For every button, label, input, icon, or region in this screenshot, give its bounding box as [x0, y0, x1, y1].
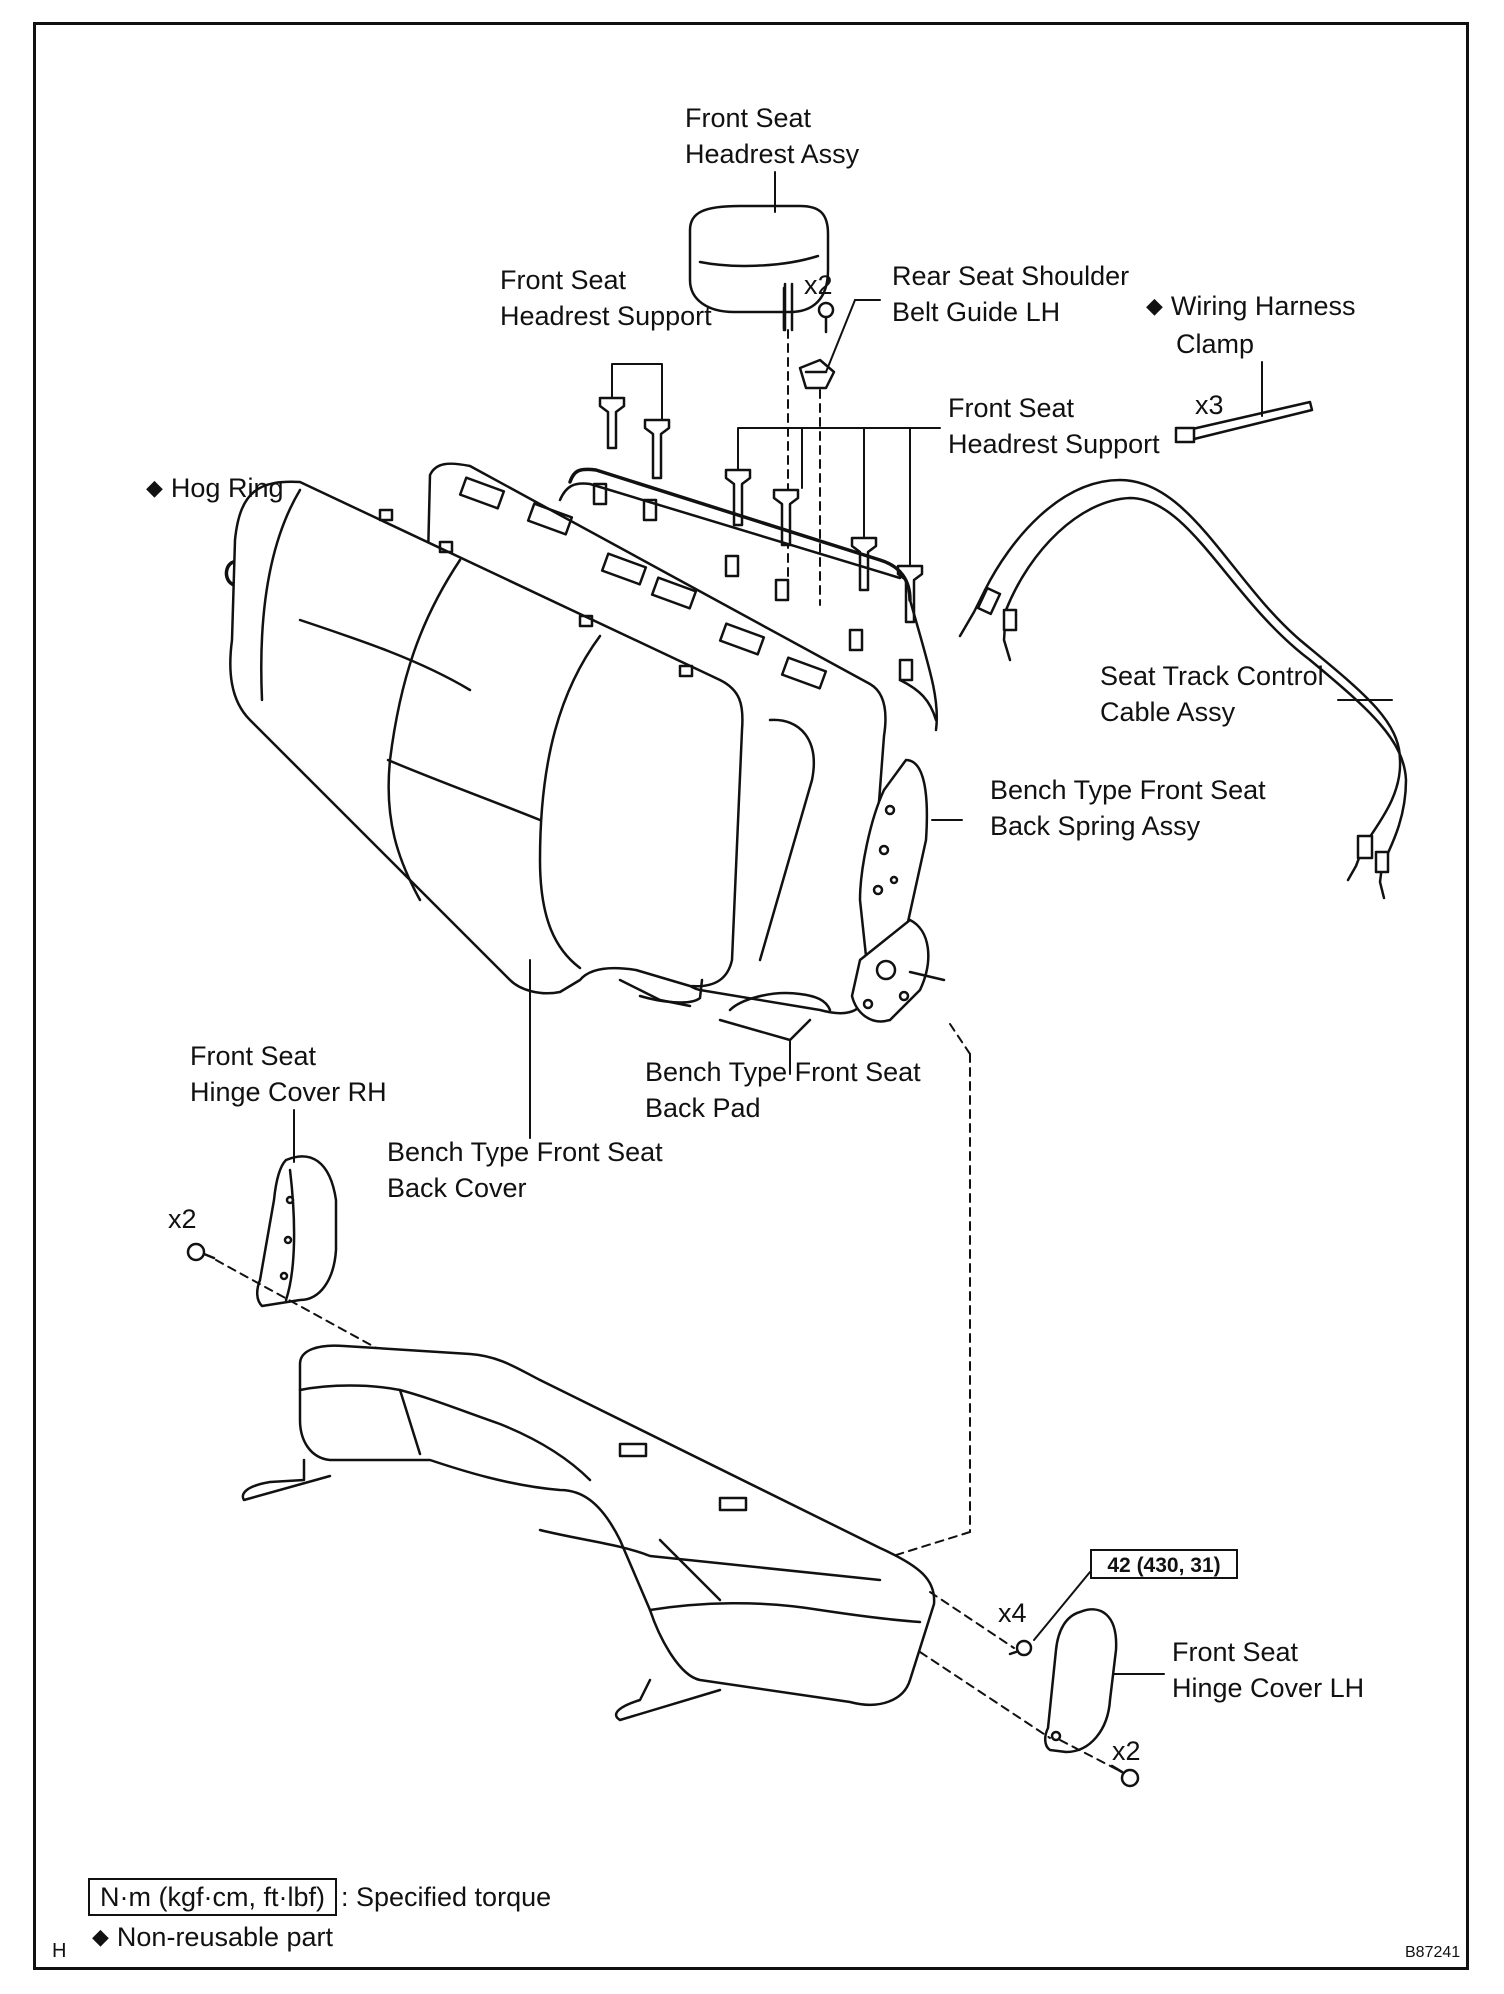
legend-non-reusable-text: Non-reusable part — [116, 1922, 334, 1952]
spring-hinge-shape — [850, 758, 946, 1023]
qty-hinge-lh-bolt: x4 — [998, 1598, 1027, 1628]
diagram-frame — [33, 22, 1469, 1970]
seat-cushion-shape — [241, 1344, 936, 1722]
non-reusable-icon: ◆ — [92, 1924, 109, 1949]
legend-torque-text: : Specified torque — [340, 1882, 552, 1912]
legend-torque: N·m (kgf·cm, ft·lbf): Specified torque — [88, 1878, 551, 1916]
cable-shape — [958, 478, 1408, 900]
figure-id: B87241 — [1405, 1944, 1461, 1961]
qty-hinge-rh-screw: x2 — [168, 1204, 197, 1234]
non-reusable-icon: ◆ — [1146, 293, 1163, 318]
legend-non-reusable: ◆ Non-reusable part — [92, 1920, 333, 1956]
back-cover-shape — [229, 480, 744, 1008]
clamp-shape — [1174, 400, 1314, 444]
torque-value-box: 42 (430, 31) — [1090, 1549, 1238, 1579]
headrest-supports-left — [598, 396, 671, 480]
belt-guide-shape — [798, 358, 836, 390]
headrest-supports-right — [724, 468, 924, 624]
qty-wiring-clamp: x3 — [1195, 390, 1224, 420]
corner-left-code: H — [52, 1940, 67, 1962]
seat-back-frame — [558, 467, 939, 732]
label-hog-ring: ◆Hog Ring — [146, 473, 284, 503]
legend-torque-unit: N·m (kgf·cm, ft·lbf) — [88, 1878, 337, 1916]
label-wiring-harness-clamp: ◆Wiring Harness Clamp — [1146, 291, 1356, 359]
qty-belt-guide-screw: x2 — [804, 270, 833, 300]
hinge-cover-rh-shape — [256, 1155, 338, 1308]
non-reusable-icon: ◆ — [146, 475, 163, 500]
hinge-cover-lh-shape — [1044, 1608, 1118, 1754]
qty-hinge-lh-screw: x2 — [1112, 1736, 1141, 1766]
